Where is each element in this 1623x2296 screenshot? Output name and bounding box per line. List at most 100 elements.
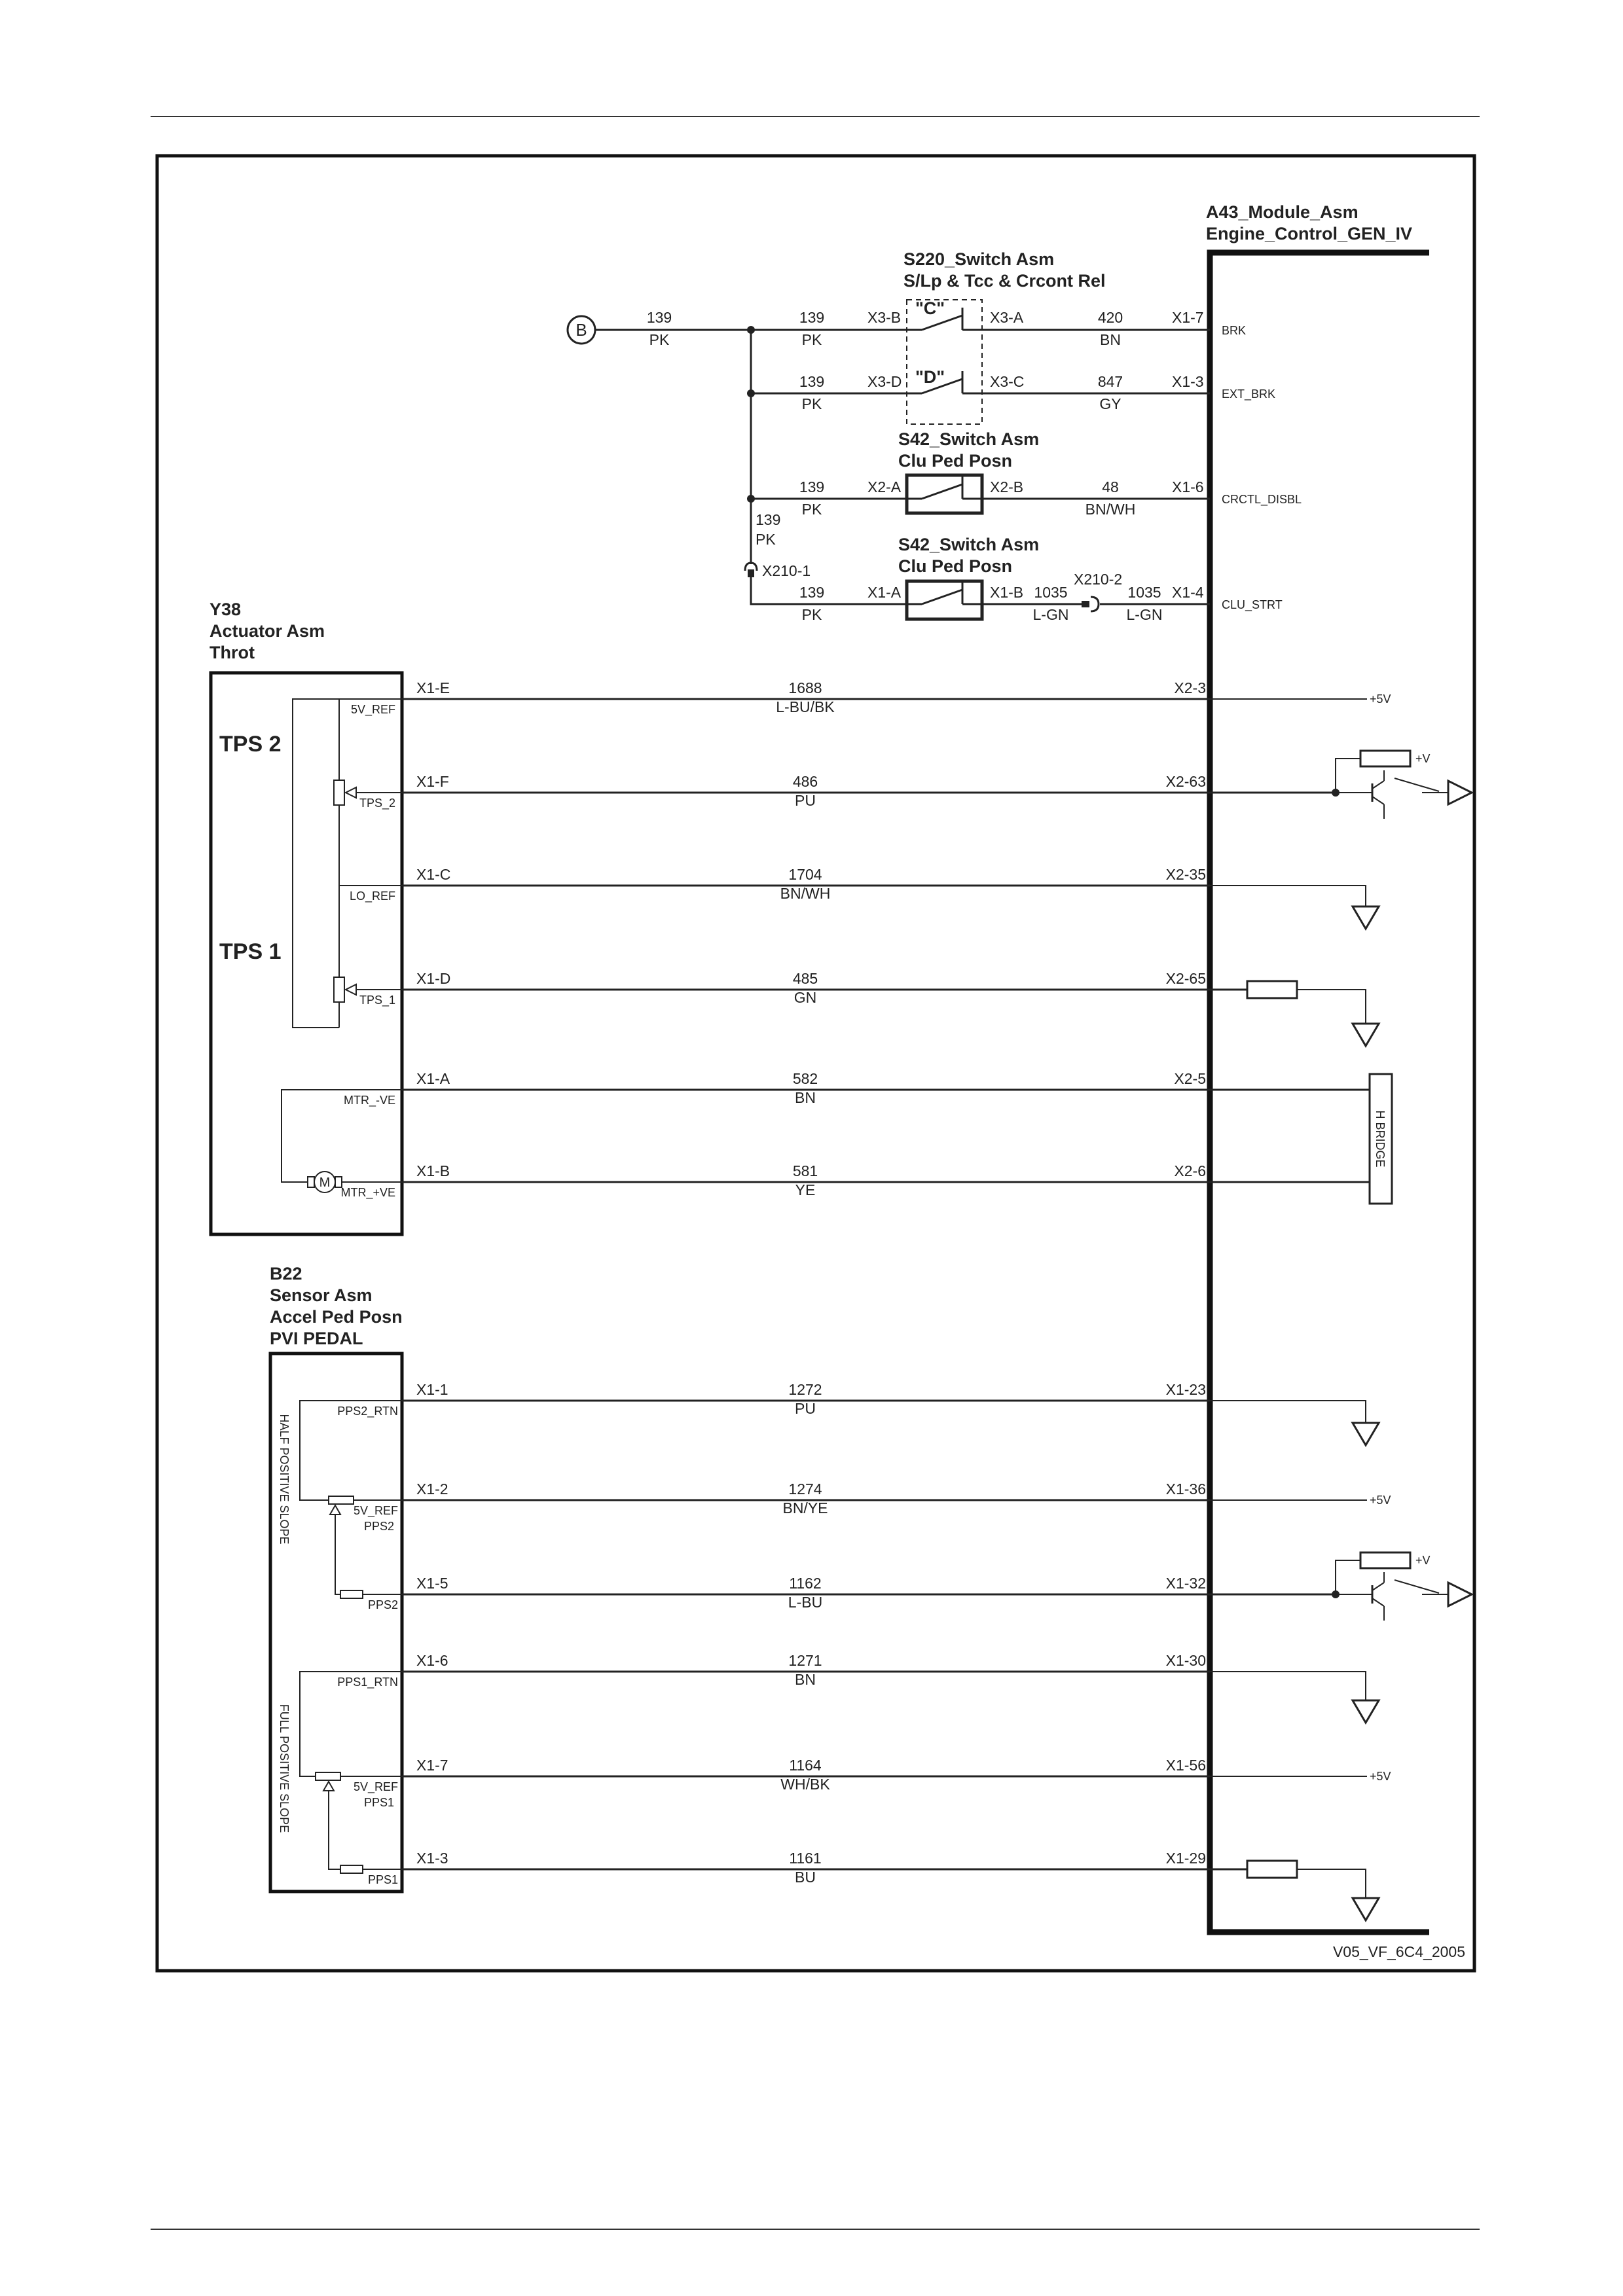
wire-color: L-GN bbox=[1033, 606, 1069, 623]
s220-switch-housing bbox=[906, 299, 983, 425]
internal-signal-label: 5V_REF bbox=[354, 1504, 398, 1518]
clu-strt-circuit: 139 PK X210-1 139 PK X1-A X1-B 1035 L-GN… bbox=[744, 511, 1283, 623]
pullup-resistor-icon bbox=[1359, 1551, 1412, 1570]
contact-d-label: "D" bbox=[915, 367, 945, 387]
wire-number: 582 bbox=[793, 1070, 818, 1087]
pullup-wire bbox=[1335, 758, 1360, 793]
pps1-potentiometer bbox=[315, 1772, 341, 1781]
ground-icon bbox=[1351, 1422, 1381, 1447]
wire-color: WH/BK bbox=[780, 1776, 830, 1793]
supply-label: +5V bbox=[1370, 1770, 1391, 1783]
pedal-title-line2: Sensor Asm bbox=[270, 1285, 373, 1305]
tps1-label: TPS 1 bbox=[219, 939, 281, 964]
pullup-wire bbox=[1335, 1560, 1360, 1594]
module-name-line1: A43_Module_Asm bbox=[1206, 202, 1359, 222]
ecm-pin: X2-63 bbox=[1166, 773, 1206, 790]
wire-number: 139 bbox=[756, 511, 780, 528]
ecm-pin: X1-36 bbox=[1166, 1480, 1206, 1498]
wire-color: BN bbox=[795, 1089, 816, 1106]
wire-number: 1271 bbox=[788, 1652, 822, 1669]
splice-label: X210-1 bbox=[762, 562, 811, 579]
ecm-pin: X1-29 bbox=[1166, 1850, 1206, 1867]
wiper-arrow bbox=[329, 1503, 342, 1515]
component-pin: X1-E bbox=[416, 679, 450, 696]
ecm-pin: X1-56 bbox=[1166, 1757, 1206, 1774]
internal-signal-label: PPS1 bbox=[368, 1873, 398, 1886]
splice-label: X210-2 bbox=[1074, 571, 1122, 588]
supply-label: +V bbox=[1415, 1554, 1431, 1567]
wiper-arrow bbox=[344, 983, 357, 996]
wire-number: 1272 bbox=[788, 1381, 822, 1398]
h-bridge-block bbox=[1368, 1073, 1393, 1205]
comparator-icon bbox=[1447, 779, 1474, 806]
wire-number: 48 bbox=[1102, 478, 1119, 495]
s42a-switch-housing bbox=[905, 473, 984, 515]
signal-name: CRCTL_DISBL bbox=[1222, 493, 1302, 507]
wire-number: 581 bbox=[793, 1162, 818, 1179]
internal-signal-label: PPS2_RTN bbox=[337, 1405, 398, 1418]
actuator-title-line2: Actuator Asm bbox=[210, 621, 325, 641]
half-slope-label: HALF POSITIVE SLOPE bbox=[278, 1414, 291, 1544]
tps1-potentiometer bbox=[333, 977, 345, 1003]
pedal-title-line1: B22 bbox=[270, 1264, 302, 1283]
component-pin: X1-7 bbox=[416, 1757, 448, 1774]
actuator-title-line3: Throt bbox=[210, 643, 255, 662]
wire-color: PK bbox=[802, 331, 822, 348]
tps2-label: TPS 2 bbox=[219, 732, 281, 757]
crctl-circuit: 139 PK X2-A X2-B 48 BN/WH X1-6 CRCTL_DIS… bbox=[751, 476, 1302, 518]
component-pin: X1-D bbox=[416, 970, 450, 987]
pps-internal-wiring bbox=[299, 1400, 402, 1874]
switch-contact bbox=[921, 378, 963, 395]
ground-icon bbox=[1351, 905, 1381, 931]
pedal-sensor-body bbox=[268, 1352, 404, 1893]
reference-connector: B bbox=[566, 315, 596, 345]
inline-splice-connector bbox=[1090, 596, 1100, 613]
s42b-title-line2: Clu Ped Posn bbox=[898, 556, 1012, 576]
switch-pin-label: X3-D bbox=[867, 373, 902, 390]
wire-color: BN bbox=[1100, 331, 1121, 348]
ground-icon bbox=[1351, 1699, 1381, 1725]
pedal-title-line4: PVI PEDAL bbox=[270, 1329, 363, 1348]
actuator-body bbox=[209, 671, 404, 1236]
ecm-pin: X1-30 bbox=[1166, 1652, 1206, 1669]
pullup-resistor-icon bbox=[1359, 749, 1412, 768]
wire-color: BN bbox=[795, 1671, 816, 1688]
wire-color: PK bbox=[756, 531, 776, 548]
ecm-pin: X1-23 bbox=[1166, 1381, 1206, 1398]
wire-color: GN bbox=[794, 989, 817, 1006]
ecm-pin: X2-65 bbox=[1166, 970, 1206, 987]
supply-label: +5V bbox=[1370, 1494, 1391, 1507]
comparator-icon bbox=[1447, 1581, 1474, 1608]
switch-pin-label: X3-B bbox=[867, 309, 901, 326]
wire-color: GY bbox=[1099, 395, 1121, 412]
internal-signal-label: MTR_-VE bbox=[344, 1094, 395, 1107]
s220-title-line1: S220_Switch Asm bbox=[903, 249, 1054, 269]
supply-label: +5V bbox=[1370, 692, 1391, 706]
component-pin: X1-3 bbox=[416, 1850, 448, 1867]
internal-signal-label: TPS_2 bbox=[359, 797, 395, 810]
actuator-title-line1: Y38 bbox=[210, 600, 241, 619]
ecm-pin: X2-3 bbox=[1174, 679, 1206, 696]
tps-internal-wiring: M bbox=[281, 698, 402, 1193]
pedal-title-line3: Accel Ped Posn bbox=[270, 1307, 403, 1327]
component-pin: X1-A bbox=[416, 1070, 450, 1087]
switch-pin-label: X2-A bbox=[867, 478, 902, 495]
wire-number: 139 bbox=[799, 373, 824, 390]
wire-number: 1274 bbox=[788, 1480, 822, 1498]
internal-signal-label: PPS2 bbox=[368, 1598, 398, 1611]
signal-name: BRK bbox=[1222, 324, 1246, 337]
h-bridge-label: H BRIDGE bbox=[1374, 1110, 1387, 1167]
pulldown-resistor-icon bbox=[1246, 1859, 1298, 1879]
ecm-pin-label: X1-3 bbox=[1172, 373, 1204, 390]
component-pin: X1-1 bbox=[416, 1381, 448, 1398]
